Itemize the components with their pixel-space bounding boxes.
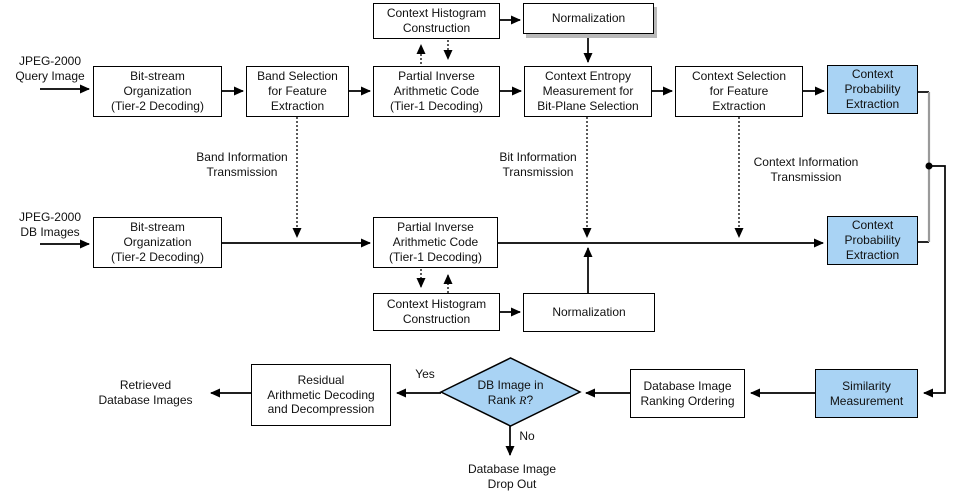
label-db-input: JPEG-2000 DB Images	[18, 210, 82, 240]
node-bitstream-organization-db: Bit-stream Organization (Tier-2 Decoding…	[93, 217, 222, 268]
node-context-entropy: Context Entropy Measurement for Bit-Plan…	[524, 66, 652, 117]
node-ranking-ordering: Database Image Ranking Ordering	[630, 369, 745, 418]
label-yes: Yes	[415, 367, 435, 381]
node-context-selection: Context Selection for Feature Extraction	[675, 66, 803, 117]
node-similarity-measurement: Similarity Measurement	[815, 369, 918, 418]
label-band-information: Band Information Transmission	[196, 150, 288, 180]
node-partial-inverse-query: Partial Inverse Arithmetic Code (Tier-1 …	[373, 66, 500, 117]
node-context-probability-db: Context Probability Extraction	[827, 216, 918, 265]
label-drop-out: Database Image Drop Out	[467, 462, 557, 492]
node-residual-decoding: Residual Arithmetic Decoding and Decompr…	[251, 364, 391, 426]
merge-junction-dot	[925, 162, 933, 170]
node-partial-inverse-db: Partial Inverse Arithmetic Code (Tier-1 …	[373, 217, 498, 268]
label-bit-information: Bit Information Transmission	[499, 150, 577, 180]
label-context-information: Context Information Transmission	[753, 155, 859, 185]
edge-merge-to-similarity	[923, 165, 946, 398]
rank-variable: R	[519, 393, 527, 407]
label-retrieved-images: Retrieved Database Images	[98, 378, 193, 408]
decision-db-image-in-rank: DB Image in Rank R?	[446, 375, 575, 411]
node-band-selection: Band Selection for Feature Extraction	[246, 66, 349, 117]
decision-diamond-shape	[439, 357, 582, 427]
node-bitstream-organization-query: Bit-stream Organization (Tier-2 Decoding…	[93, 66, 222, 117]
node-normalization-top: Normalization	[523, 3, 654, 34]
label-no: No	[519, 429, 535, 443]
decision-line1: DB Image in	[477, 377, 544, 392]
decision-line2: Rank R?	[487, 393, 534, 407]
node-context-histogram-top: Context Histogram Construction	[373, 3, 500, 39]
node-context-histogram-bottom: Context Histogram Construction	[373, 293, 500, 331]
node-normalization-bottom: Normalization	[523, 293, 655, 332]
node-context-probability-query: Context Probability Extraction	[827, 65, 918, 114]
label-query-input: JPEG-2000 Query Image	[15, 54, 85, 84]
